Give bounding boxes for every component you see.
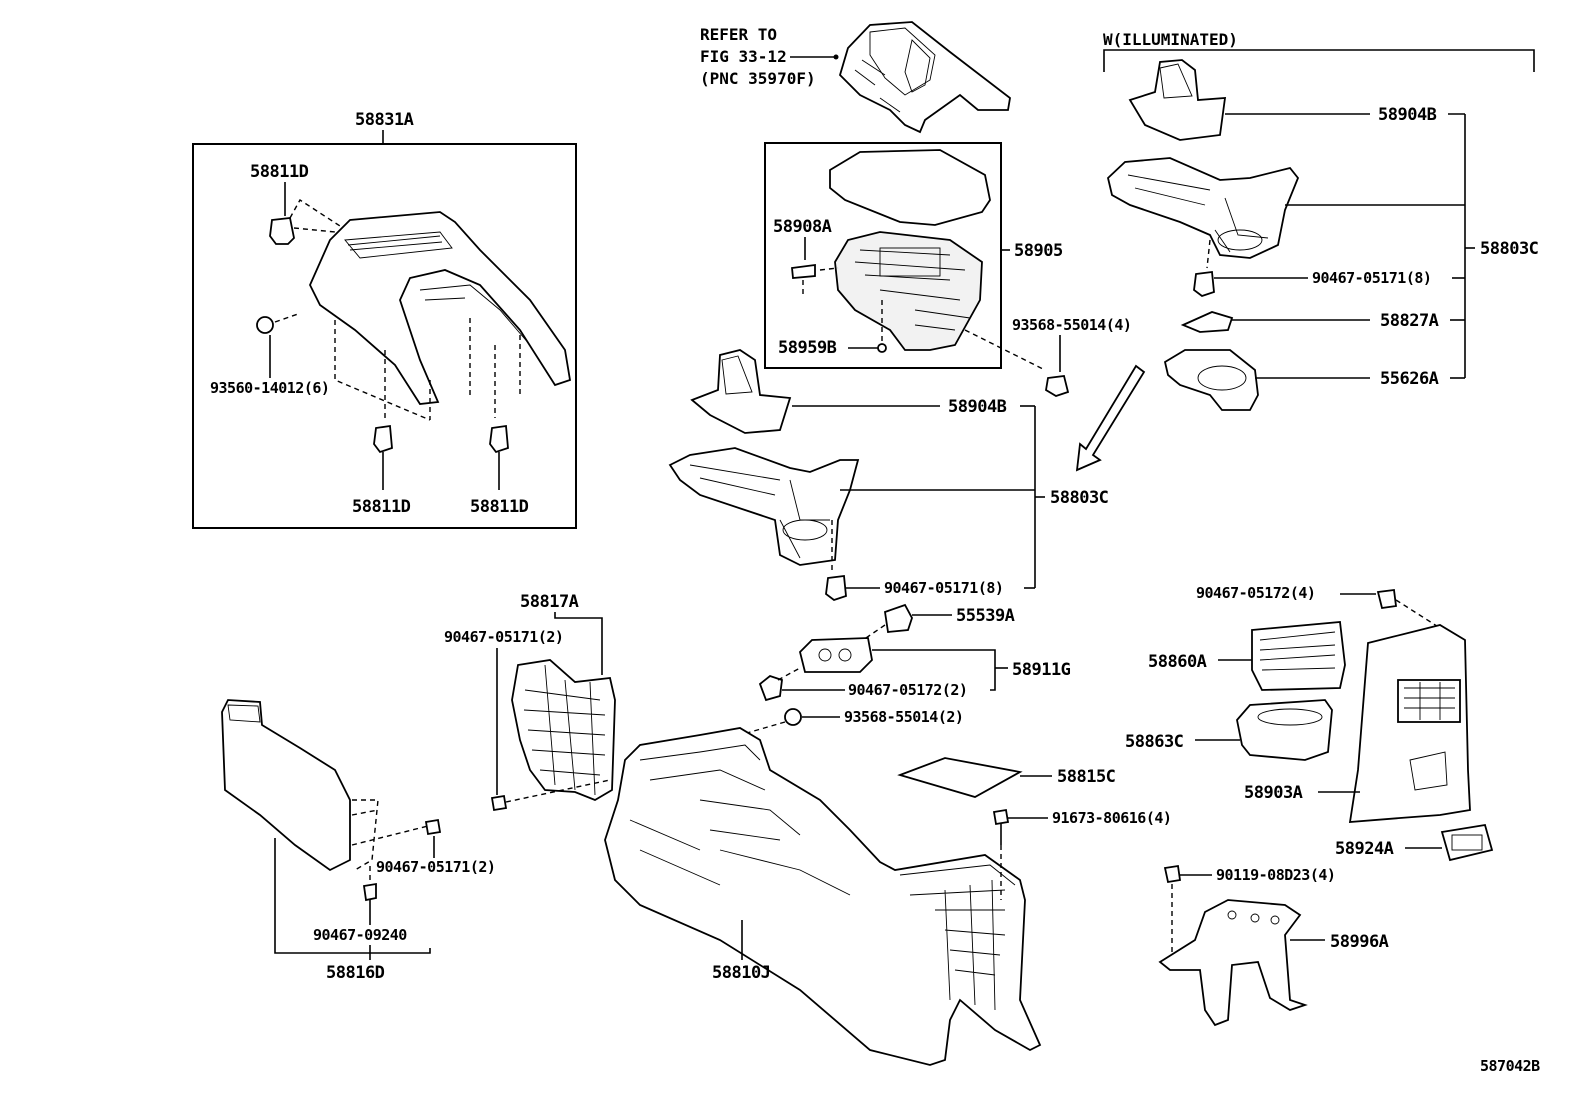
label-58860A: 58860A: [1148, 652, 1207, 672]
assembly-58996A: 90119-08D23(4) 58996A: [1158, 864, 1389, 1027]
label-58811D-br: 58811D: [470, 497, 529, 517]
assembly-58817A: 58817A 90467-05171(2): [444, 592, 616, 812]
label-58924A: 58924A: [1335, 839, 1394, 859]
refer-line-2: FIG 33-12: [700, 47, 787, 66]
label-90467-2b: 90467-05171(2): [376, 858, 495, 876]
refer-line-1: REFER TO: [700, 25, 777, 44]
label-58908A: 58908A: [773, 217, 832, 237]
label-90467-05172-4: 90467-05172(4): [1196, 584, 1315, 602]
assembly-58911G: 55539A 58911G 90467-05172(2) 93568-55014…: [739, 603, 1071, 736]
label-58827A: 58827A: [1380, 311, 1439, 331]
label-58817A: 58817A: [520, 592, 579, 612]
assembly-illuminated: W(ILLUMINATED) 58904B 58803C 90467-05171…: [1103, 30, 1539, 411]
shift-boot-part: [838, 21, 1011, 134]
label-58911G: 58911G: [1012, 660, 1071, 680]
figure-id: 587042B: [1480, 1057, 1540, 1075]
refer-note: REFER TO FIG 33-12 (PNC 35970F): [700, 25, 839, 88]
label-58803C-mid: 58803C: [1050, 488, 1108, 508]
label-93568-a: 93568-55014(4): [1012, 316, 1131, 334]
label-91673: 91673-80616(4): [1052, 809, 1171, 827]
label-58996A: 58996A: [1330, 932, 1389, 952]
assembly-58831A: 58831A 58811D 93560-14012(6) 58811D 5881…: [192, 110, 577, 529]
label-58831A: 58831A: [355, 110, 414, 130]
label-58811D-bl: 58811D: [352, 497, 411, 517]
assembly-58816D: 90467-05171(2) 90467-09240 58816D: [221, 699, 496, 983]
direction-arrow: [1075, 364, 1146, 472]
label-58904B-right: 58904B: [1378, 105, 1437, 125]
label-58863C: 58863C: [1125, 732, 1183, 752]
label-93560: 93560-14012(6): [210, 379, 329, 397]
assembly-rear-vent: 90467-05172(4) 58860A 58863C 58903A 5892…: [1125, 584, 1494, 862]
label-90467-right: 90467-05171(8): [1312, 269, 1431, 287]
label-90467-mid: 90467-05171(8): [884, 579, 1003, 597]
console-body-58810J: 58810J: [604, 727, 1042, 1066]
label-93568-b: 93568-55014(2): [844, 708, 963, 726]
bolt-91673: 91673-80616(4): [992, 808, 1172, 900]
label-58903A: 58903A: [1244, 783, 1303, 803]
label-55539A: 55539A: [956, 606, 1015, 626]
assembly-58905: 58905 58908A 58959B 93568-55014(4): [764, 142, 1132, 397]
label-58811D-top: 58811D: [250, 162, 309, 182]
label-58803C-right: 58803C: [1480, 239, 1538, 259]
label-55626A: 55626A: [1380, 369, 1439, 389]
label-58959B: 58959B: [778, 338, 837, 358]
label-58816D: 58816D: [326, 963, 385, 983]
assembly-58803C-mid: 58904B 58803C 90467-05171(8): [668, 349, 1109, 602]
label-illuminated: W(ILLUMINATED): [1103, 30, 1238, 49]
label-90119: 90119-08D23(4): [1216, 866, 1335, 884]
label-58810J: 58810J: [712, 963, 770, 983]
pad-58815C: 58815C: [897, 757, 1116, 798]
label-90467-05172-2: 90467-05172(2): [848, 681, 967, 699]
label-58905: 58905: [1014, 241, 1063, 261]
label-90467-2a: 90467-05171(2): [444, 628, 563, 646]
label-58815C: 58815C: [1057, 767, 1115, 787]
label-90467-09240: 90467-09240: [313, 926, 407, 944]
refer-line-3: (PNC 35970F): [700, 69, 816, 88]
label-58904B-mid: 58904B: [948, 397, 1007, 417]
